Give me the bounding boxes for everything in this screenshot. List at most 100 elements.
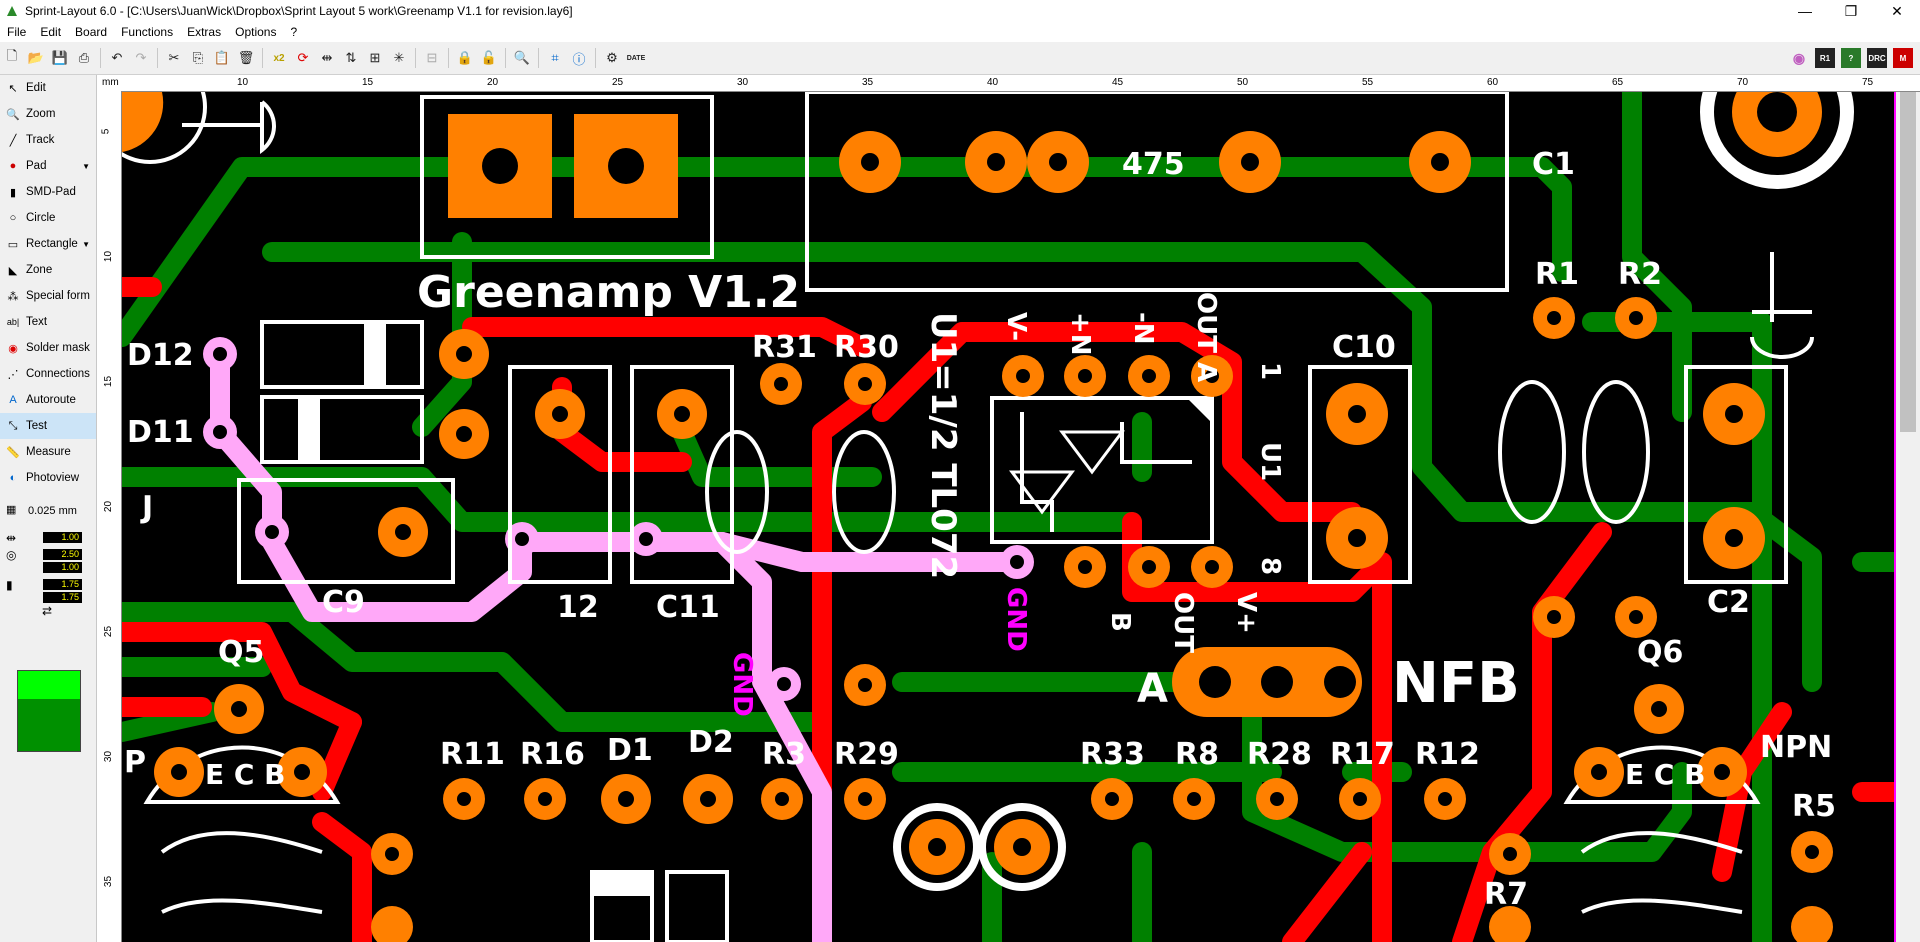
redo-icon[interactable]: ↷: [135, 50, 147, 65]
chevron-down-icon[interactable]: ▼: [82, 239, 90, 249]
group-icon[interactable]: ⊟: [426, 50, 438, 65]
highlighted-pad-holes: [213, 347, 1024, 691]
swap-icon[interactable]: ⇄: [42, 603, 53, 618]
close-button[interactable]: ✕: [1891, 2, 1903, 19]
smd-width-field[interactable]: 1.75: [43, 579, 82, 590]
tool-test[interactable]: ⤡Test: [0, 413, 96, 439]
menu-edit[interactable]: Edit: [40, 25, 62, 39]
tool-label: Measure: [26, 446, 71, 458]
test-icon: ⤡: [8, 419, 18, 432]
r1-button[interactable]: R1: [1815, 48, 1835, 68]
m-button[interactable]: M: [1893, 48, 1913, 68]
help-button[interactable]: ?: [1841, 48, 1861, 68]
grid-setting[interactable]: ▦0.025 mm: [0, 499, 96, 523]
menu-board[interactable]: Board: [75, 25, 108, 39]
save-icon[interactable]: 💾: [51, 50, 69, 65]
tool-edit[interactable]: ↖Edit: [0, 75, 96, 101]
diode-band: [298, 399, 320, 460]
opamp-symbol: [1009, 430, 1125, 515]
tool-zoom[interactable]: 🔍Zoom: [0, 101, 96, 127]
menu-functions[interactable]: Functions: [121, 25, 174, 39]
ruler-tick-label: 75: [1862, 77, 1874, 88]
tool-connections[interactable]: ⋰Connections: [0, 361, 96, 387]
scrollbar-thumb[interactable]: [1900, 92, 1916, 432]
toolbar-separator: [505, 48, 506, 68]
undo-icon[interactable]: ↶: [111, 50, 123, 65]
tool-label: Special form: [26, 290, 90, 302]
ruler-tick-label: 60: [1487, 77, 1499, 88]
minimize-button[interactable]: —: [1798, 3, 1812, 19]
align-icon[interactable]: ⊞: [369, 50, 381, 65]
label-q6: Q6: [1637, 635, 1683, 670]
menu-file[interactable]: File: [7, 25, 27, 39]
snap-icon[interactable]: ✳: [393, 50, 405, 65]
delete-icon[interactable]: 🗑: [237, 50, 255, 65]
label-ecb-q5: E C B: [205, 758, 286, 791]
lock-icon[interactable]: 🔒: [456, 50, 474, 65]
crop-icon[interactable]: ⌗: [551, 50, 559, 65]
diode-band: [594, 874, 650, 896]
label-u1-desc: U1=1/2 TL072: [923, 312, 963, 579]
menu-extras[interactable]: Extras: [187, 25, 222, 39]
copy-icon[interactable]: ⎘: [192, 50, 204, 65]
menu-help[interactable]: ?: [290, 25, 298, 39]
label-r5: R5: [1792, 789, 1836, 824]
date-icon[interactable]: DATE: [626, 54, 646, 62]
tool-track[interactable]: ╱Track: [0, 127, 96, 153]
vertical-scrollbar[interactable]: [1896, 92, 1920, 942]
track-width-field[interactable]: 1.00: [43, 532, 82, 543]
label-r31: R31: [752, 330, 817, 365]
settings-icon[interactable]: ⚙: [606, 50, 618, 65]
print-icon[interactable]: ⎙: [78, 50, 90, 65]
cut-icon[interactable]: ✂: [168, 50, 180, 65]
photoview-icon: ◐: [9, 472, 17, 484]
paste-icon[interactable]: 📋: [213, 50, 231, 65]
smd-height-field[interactable]: 1.75: [43, 592, 82, 603]
pad-outer-field[interactable]: 2.50: [43, 549, 82, 560]
label-c11: C11: [656, 590, 720, 625]
label-r28: R28: [1247, 737, 1312, 772]
drc-button[interactable]: DRC: [1867, 48, 1887, 68]
open-folder-icon[interactable]: 📂: [27, 50, 45, 65]
pad-holes: [171, 148, 1819, 861]
tool-solder-mask[interactable]: ◉Solder mask: [0, 335, 96, 361]
chevron-down-icon[interactable]: ▼: [82, 161, 90, 171]
circle-icon: ○: [9, 212, 17, 224]
menu-options[interactable]: Options: [235, 25, 277, 39]
pcb-drawing[interactable]: Greenamp V1.2 475 C1 R1 R2 D12 D11 J R31…: [122, 92, 1920, 942]
info-icon[interactable]: ⓘ: [572, 51, 586, 67]
new-file-icon[interactable]: 🗋: [6, 48, 18, 63]
mirror-horizontal-icon[interactable]: ⇹: [321, 50, 333, 65]
label-r11: R11: [440, 737, 505, 772]
tool-pad[interactable]: ●Pad▼: [0, 153, 96, 179]
ruler-tick-label: 25: [612, 77, 624, 88]
duplicate-icon[interactable]: x2: [273, 52, 285, 64]
tool-circle[interactable]: ○Circle: [0, 205, 96, 231]
rotate-icon[interactable]: ⟳: [297, 50, 309, 65]
maximize-button[interactable]: ❐: [1844, 2, 1858, 19]
label-gnd-2: GND: [727, 652, 757, 717]
tool-photoview[interactable]: ◐Photoview: [0, 465, 96, 491]
tool-measure[interactable]: 📏Measure: [0, 439, 96, 465]
magnifier-icon[interactable]: 🔍: [513, 50, 531, 65]
tool-label: Zone: [26, 264, 53, 276]
ruler-tick-label: 50: [1237, 77, 1249, 88]
label-out-a: OUT A: [1191, 292, 1221, 382]
tool-smd-pad[interactable]: ▮SMD-Pad: [0, 179, 96, 205]
ruler-tick-label: 20: [487, 77, 499, 88]
active-layer-indicator[interactable]: [17, 670, 81, 752]
pad-inner-field[interactable]: 1.00: [43, 562, 82, 573]
tool-text[interactable]: ab|Text: [0, 309, 96, 335]
pcb-canvas[interactable]: Greenamp V1.2 475 C1 R1 R2 D12 D11 J R31…: [122, 92, 1920, 942]
tool-rectangle[interactable]: ▭Rectangle▼: [0, 231, 96, 257]
unlock-icon[interactable]: 🔓: [480, 50, 498, 65]
tool-zone[interactable]: ◣Zone: [0, 257, 96, 283]
pad-icon: ●: [9, 160, 17, 172]
layer-circle-icon[interactable]: ◉: [1789, 48, 1809, 68]
tool-special-form[interactable]: ⁂Special form: [0, 283, 96, 309]
mirror-vertical-icon[interactable]: ⇅: [345, 50, 357, 65]
tool-label: Rectangle: [26, 238, 78, 250]
